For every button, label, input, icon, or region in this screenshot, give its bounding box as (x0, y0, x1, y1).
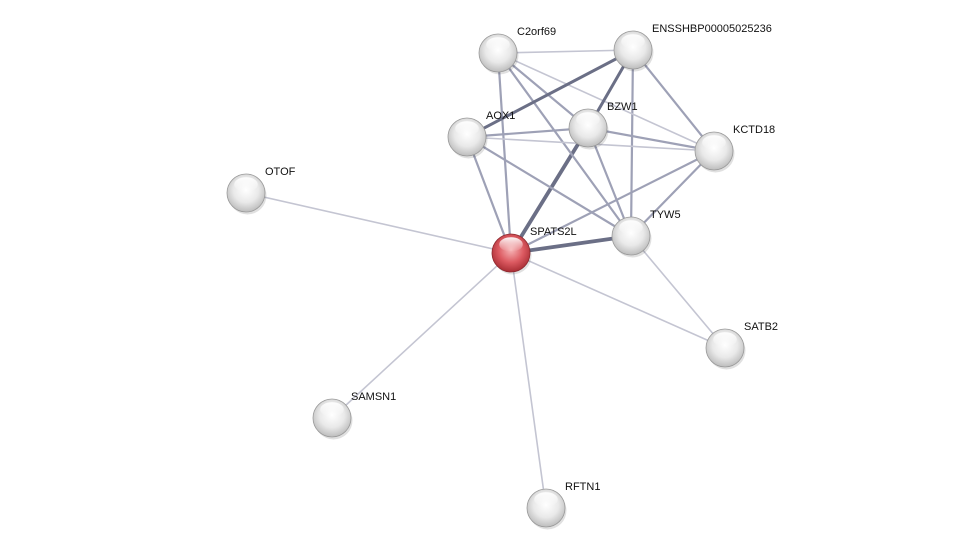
node-gloss (621, 34, 645, 49)
edge-spats2l-satb2[interactable] (510, 252, 726, 349)
edge-ensshbp00005025236-kctd18[interactable] (631, 48, 716, 153)
node-gloss (486, 37, 510, 52)
node-label-tyw5: TYW5 (650, 209, 681, 221)
edge-c2orf69-ensshbp00005025236[interactable] (497, 49, 634, 54)
node-gloss (702, 135, 726, 150)
node-label-kctd18: KCTD18 (733, 124, 775, 136)
node-label-otof: OTOF (265, 166, 296, 178)
edge-spats2l-otof[interactable] (245, 192, 512, 254)
node-gloss (455, 121, 479, 136)
edge-spats2l-bzw1[interactable] (509, 126, 590, 255)
node-spats2l[interactable]: SPATS2L (491, 226, 577, 275)
node-c2orf69[interactable]: C2orf69 (478, 26, 556, 75)
edge-spats2l-rftn1[interactable] (510, 252, 547, 509)
node-satb2[interactable]: SATB2 (705, 321, 778, 370)
node-label-ensshbp00005025236: ENSSHBP00005025236 (652, 23, 772, 35)
node-label-bzw1: BZW1 (607, 101, 638, 113)
edge-c2orf69-bzw1[interactable] (496, 51, 590, 130)
edge-aox1-bzw1[interactable] (465, 126, 590, 139)
edge-c2orf69-kctd18[interactable] (497, 52, 715, 152)
node-gloss (320, 402, 344, 417)
edge-aox1-ensshbp00005025236[interactable] (465, 48, 635, 139)
edge-spats2l-samsn1[interactable] (331, 252, 512, 419)
node-label-spats2l: SPATS2L (530, 226, 577, 238)
node-gloss (576, 112, 600, 127)
node-bzw1[interactable]: BZW1 (568, 101, 638, 150)
node-kctd18[interactable]: KCTD18 (694, 124, 775, 173)
node-gloss (534, 492, 558, 507)
edge-spats2l-c2orf69[interactable] (496, 51, 513, 255)
node-gloss (713, 332, 737, 347)
node-label-c2orf69: C2orf69 (517, 26, 556, 38)
node-tyw5[interactable]: TYW5 (611, 209, 681, 258)
node-gloss (499, 237, 523, 252)
node-aox1[interactable]: AOX1 (447, 110, 515, 159)
node-label-rftn1: RFTN1 (565, 481, 600, 493)
node-gloss (234, 177, 258, 192)
edge-spats2l-aox1[interactable] (465, 135, 513, 255)
node-label-aox1: AOX1 (486, 110, 515, 122)
node-samsn1[interactable]: SAMSN1 (312, 391, 396, 440)
edge-spats2l-tyw5[interactable] (509, 234, 633, 255)
edge-tyw5-kctd18[interactable] (629, 149, 716, 238)
node-label-samsn1: SAMSN1 (351, 391, 396, 403)
edge-tyw5-satb2[interactable] (630, 235, 726, 349)
node-rftn1[interactable]: RFTN1 (526, 481, 600, 530)
edge-tyw5-ensshbp00005025236[interactable] (629, 48, 635, 238)
edge-spats2l-kctd18[interactable] (509, 149, 716, 255)
node-otof[interactable]: OTOF (226, 166, 296, 215)
node-gloss (619, 220, 643, 235)
edge-tyw5-c2orf69[interactable] (496, 51, 633, 238)
node-ensshbp00005025236[interactable]: ENSSHBP00005025236 (613, 23, 772, 72)
node-label-satb2: SATB2 (744, 321, 778, 333)
edge-tyw5-aox1[interactable] (465, 135, 633, 238)
edge-bzw1-kctd18[interactable] (586, 126, 716, 153)
